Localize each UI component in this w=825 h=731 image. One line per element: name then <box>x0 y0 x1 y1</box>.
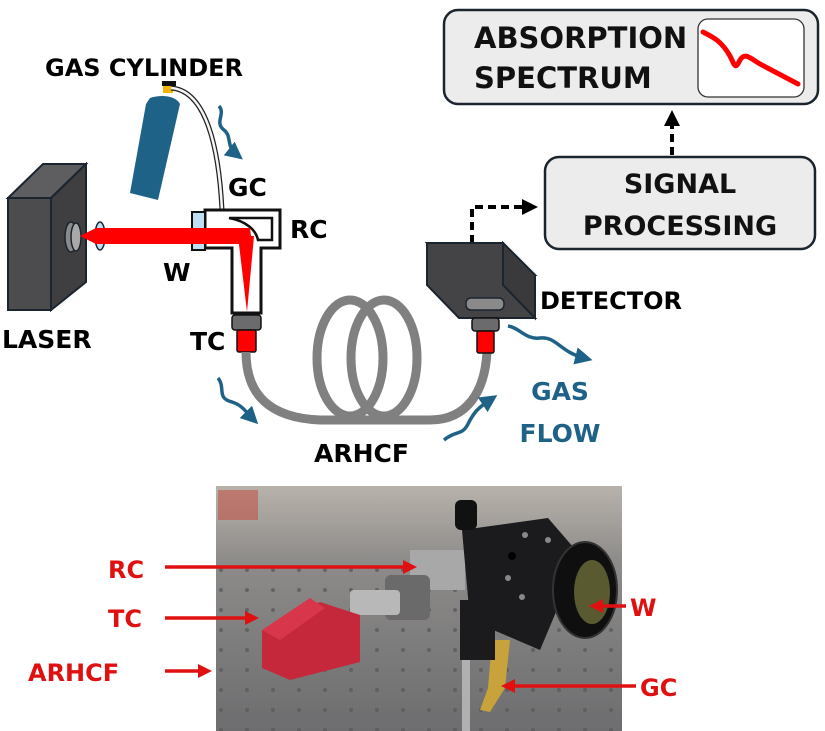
arhcf-label: ARHCF <box>314 439 409 468</box>
dashed-arrow-right <box>470 199 538 243</box>
gas-flow-label-line1: GAS <box>531 377 589 406</box>
gas-cylinder-icon <box>130 81 225 211</box>
absorption-spectrum-box: ABSORPTION SPECTRUM <box>442 8 820 106</box>
detector-label: DETECTOR <box>540 287 682 315</box>
w-label: W <box>163 258 191 287</box>
gas-exit-arrow <box>507 324 593 365</box>
rc-label: RC <box>290 215 328 244</box>
photo-rc-label: RC <box>108 556 144 584</box>
absorption-label-line2: SPECTRUM <box>474 61 652 95</box>
signal-label-line1: SIGNAL <box>624 169 736 200</box>
laser-source-icon <box>5 161 106 313</box>
photo-gc-label: GC <box>640 674 677 702</box>
reflective-cell <box>191 208 282 315</box>
laser-beam <box>80 228 254 312</box>
gas-cylinder-label: GAS CYLINDER <box>45 54 243 82</box>
fiber-coil-icon <box>241 295 492 425</box>
photo-w-label: W <box>630 594 656 622</box>
setup-photo <box>216 486 622 731</box>
absorption-label-line1: ABSORPTION <box>474 21 687 55</box>
signal-processing-box: SIGNAL PROCESSING <box>543 155 817 251</box>
spectrum-trace-icon <box>697 18 805 98</box>
detector-icon <box>424 240 538 354</box>
tc-connector <box>231 314 262 353</box>
gas-flow-in-arrow <box>216 376 259 425</box>
gas-flow-out-arrow <box>442 395 498 442</box>
tc-label: TC <box>190 327 225 356</box>
photo-arhcf-label: ARHCF <box>28 659 119 687</box>
laser-label: LASER <box>2 325 92 354</box>
photo-tc-label: TC <box>108 605 142 633</box>
gas-flow-label-line2: FLOW <box>520 419 601 448</box>
gas-flow-arrow-icon <box>217 104 243 160</box>
signal-label-line2: PROCESSING <box>583 211 777 242</box>
gc-label: GC <box>228 173 267 202</box>
